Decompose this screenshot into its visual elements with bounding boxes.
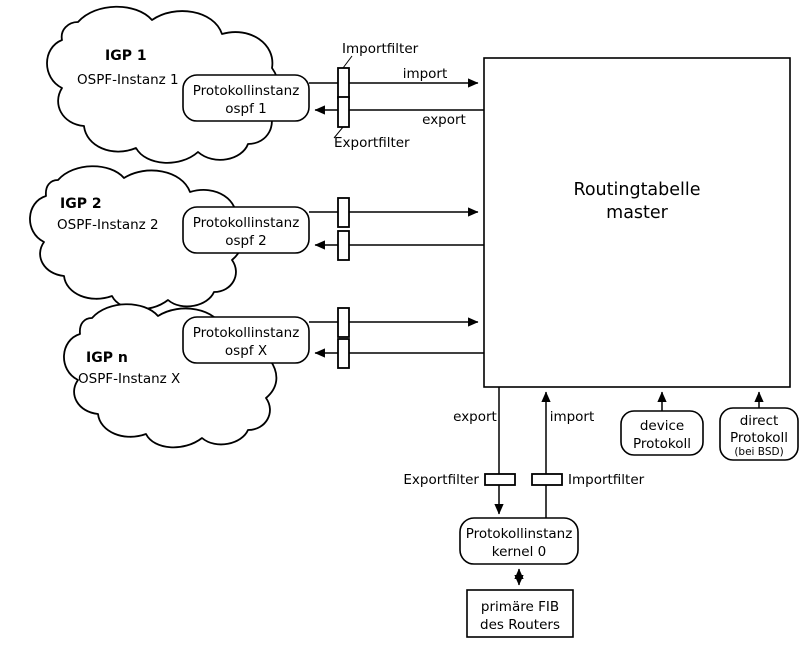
direct-protocol-line1: direct xyxy=(740,413,779,429)
export-filter-label-ospf1: Exportfilter xyxy=(334,135,410,151)
cloud-title-igpn: IGP n xyxy=(86,350,128,366)
protocol-instance-line1-ospfx: Protokollinstanz xyxy=(193,325,300,341)
master-routing-table-line2: master xyxy=(606,203,669,223)
cloud-title-igp1: IGP 1 xyxy=(105,48,147,64)
import-flow-label-kernel0: import xyxy=(550,409,595,425)
protocol-instance-line1-kernel0: Protokollinstanz xyxy=(466,526,573,542)
protocol-instance-box-ospf1[interactable] xyxy=(182,74,310,122)
cloud-shape-igp2 xyxy=(29,165,244,311)
direct-protocol-box[interactable] xyxy=(719,407,799,461)
export-filter-ospfx[interactable] xyxy=(337,338,350,369)
fib-box xyxy=(466,589,574,638)
master-routing-table-line1: Routingtabelle xyxy=(573,180,700,200)
device-protocol-box[interactable] xyxy=(620,410,704,456)
protocol-instance-line2-ospf2: ospf 2 xyxy=(225,233,267,249)
side-protocol-device: device Protokoll xyxy=(620,391,704,456)
import-filter-leader-ospf1 xyxy=(342,55,353,69)
master-routing-table-box xyxy=(483,57,791,388)
cloud-igp1: IGP 1 OSPF-Instanz 1 xyxy=(46,5,280,164)
protocol-instance-line2-ospf1: ospf 1 xyxy=(225,101,267,117)
kernel-branch: export import Exportfilter Importfilter … xyxy=(403,387,645,638)
import-filter-kernel0[interactable] xyxy=(531,473,563,486)
protocol-instance-line2-kernel0: kernel 0 xyxy=(492,544,546,560)
export-flow-label-ospf1: export xyxy=(422,112,466,128)
export-filter-ospf2[interactable] xyxy=(337,230,350,261)
protocol-instance-line1-ospf1: Protokollinstanz xyxy=(193,83,300,99)
import-flow-label-ospf1: import xyxy=(403,66,448,82)
cloud-title-igp2: IGP 2 xyxy=(60,196,102,212)
protocol-instance-line2-ospfx: ospf X xyxy=(225,343,267,359)
side-protocol-direct: direct Protokoll (bei BSD) xyxy=(719,391,799,461)
cloud-shape-igp1 xyxy=(46,5,280,164)
direct-protocol-line3: (bei BSD) xyxy=(734,446,783,458)
export-filter-ospf1[interactable] xyxy=(337,96,350,128)
import-filter-ospfx[interactable] xyxy=(337,307,350,338)
cloud-subtitle-igp1: OSPF-Instanz 1 xyxy=(77,72,179,88)
protocol-instance-box-kernel0[interactable] xyxy=(459,517,579,565)
cloud-subtitle-igp2: OSPF-Instanz 2 xyxy=(57,217,159,233)
export-filter-kernel0[interactable] xyxy=(484,473,516,486)
direct-protocol-line2: Protokoll xyxy=(730,430,788,446)
protocol-instance-box-ospf2[interactable] xyxy=(182,206,310,254)
row-ospf1: import export Importfilter Exportfilter … xyxy=(182,41,484,151)
row-ospfx: Protokollinstanz ospf X xyxy=(182,307,484,369)
row-ospf2: Protokollinstanz ospf 2 xyxy=(182,197,484,261)
protocol-instance-line1-ospf2: Protokollinstanz xyxy=(193,215,300,231)
import-filter-label-ospf1: Importfilter xyxy=(342,41,419,57)
import-filter-label-kernel0: Importfilter xyxy=(568,472,645,488)
import-filter-ospf1[interactable] xyxy=(337,67,350,99)
device-protocol-line2: Protokoll xyxy=(633,436,691,452)
import-filter-ospf2[interactable] xyxy=(337,197,350,228)
fib-line2: des Routers xyxy=(480,617,560,633)
export-flow-label-kernel0: export xyxy=(453,409,497,425)
cloud-subtitle-igpn: OSPF-Instanz X xyxy=(78,371,180,387)
fib-line1: primäre FIB xyxy=(481,599,559,615)
export-filter-label-kernel0: Exportfilter xyxy=(403,472,479,488)
master-routing-table: Routingtabelle master xyxy=(483,57,791,388)
device-protocol-line1: device xyxy=(640,418,684,434)
export-filter-leader-ospf1 xyxy=(333,126,344,139)
protocol-instance-box-ospfx[interactable] xyxy=(182,316,310,364)
cloud-igp2: IGP 2 OSPF-Instanz 2 xyxy=(29,165,244,311)
